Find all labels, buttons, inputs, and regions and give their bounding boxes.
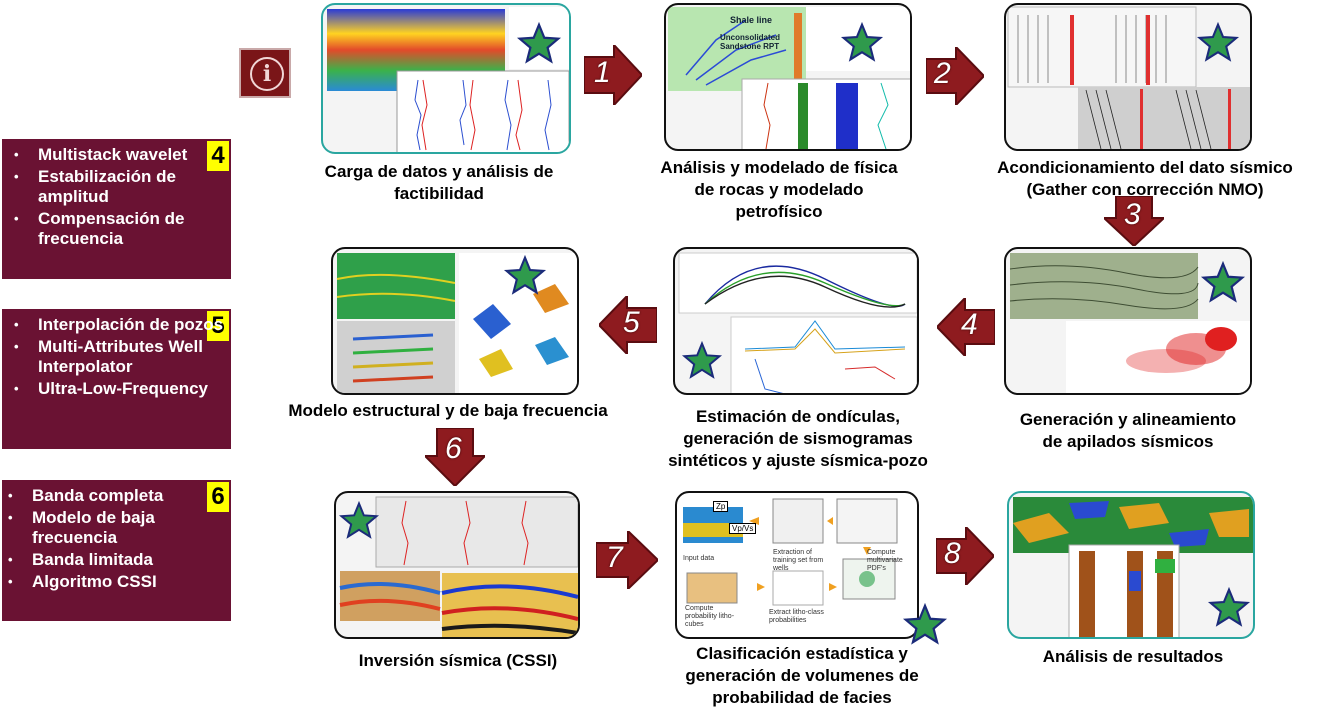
facies-label: Vp/Vs — [729, 523, 757, 534]
stacks-crossplot — [1009, 253, 1250, 393]
side-box-item: Multi-Attributes Well Interpolator — [12, 337, 231, 377]
arrow-step-4: 4 — [935, 295, 996, 359]
arrow-step-2: 2 — [925, 44, 986, 108]
panel-data-loading — [321, 3, 571, 154]
side-box-item: Banda completa — [6, 486, 231, 506]
arrow-step-1: 1 — [583, 42, 644, 108]
step-caption: Análisis de resultados — [1042, 647, 1224, 666]
star-icon — [902, 603, 948, 645]
side-box-step-5: 5 Interpolación de pozos Multi-Attribute… — [2, 309, 231, 449]
side-box-item: Algoritmo CSSI — [6, 572, 231, 592]
panel-inversion — [334, 491, 580, 639]
side-box-item: Compensación de frecuencia — [12, 209, 231, 249]
arrow-step-3: 3 — [1101, 195, 1167, 248]
panel-facies: Zp Vp/Vs Input data Extraction of traini… — [675, 491, 919, 639]
inversion-image — [339, 496, 578, 637]
facies-label: Extraction of training set from wells — [773, 549, 824, 572]
side-box-item: Ultra-Low-Frequency — [12, 379, 231, 399]
structural-model-image — [336, 253, 577, 393]
side-box-step-6: 6 Banda completa Modelo de baja frecuenc… — [2, 480, 231, 621]
star-icon — [516, 22, 562, 64]
star-icon — [503, 255, 547, 295]
gather-image — [1007, 6, 1250, 149]
panel-conditioning — [1004, 3, 1252, 151]
rock-physics-plot — [668, 7, 910, 149]
panel-wavelets — [673, 247, 919, 395]
facies-workflow — [683, 498, 898, 606]
step-caption: Generación y alineamiento de apilados sí… — [1019, 410, 1237, 451]
arrow-step-8: 8 — [935, 524, 996, 588]
rock-physics-label: Shale line — [730, 15, 773, 25]
step-caption: Clasificación estadística y generación d… — [685, 644, 919, 707]
info-icon: i — [250, 57, 284, 91]
facies-label: Compute multivariate PDF's — [867, 549, 903, 572]
facies-label: Input data — [683, 555, 715, 562]
facies-label: Extract litho-class probabilities — [769, 609, 824, 624]
star-icon — [1196, 22, 1240, 62]
side-box-item: Multistack wavelet — [12, 145, 231, 165]
wavelet-plot — [678, 252, 917, 393]
step-caption: Inversión sísmica (CSSI) — [358, 651, 558, 670]
side-box-item: Banda limitada — [6, 550, 231, 570]
arrow-step-5: 5 — [597, 293, 658, 357]
rock-physics-label: Unconsolidated Sandstone RPT — [720, 33, 781, 51]
star-icon — [681, 341, 723, 379]
step-caption: Modelo estructural y de baja frecuencia — [288, 401, 608, 420]
star-icon — [840, 22, 884, 62]
side-box-item: Estabilización de amplitud — [12, 167, 231, 207]
star-icon — [1207, 587, 1251, 627]
step-caption: Análisis y modelado de física de rocas y… — [660, 158, 898, 221]
panel-structural-model — [331, 247, 579, 395]
panel-rock-physics: Shale line Unconsolidated Sandstone RPT — [664, 3, 912, 151]
panel-results — [1007, 491, 1255, 639]
panel-stacks — [1004, 247, 1252, 395]
side-box-step-4: 4 Multistack wavelet Estabilización de a… — [2, 139, 231, 279]
step-caption: Acondicionamiento del dato sísmico (Gath… — [997, 158, 1293, 199]
side-box-item: Modelo de baja frecuencia — [6, 508, 231, 548]
step-caption: Carga de datos y análisis de factibilida… — [324, 162, 554, 203]
arrow-step-6: 6 — [422, 427, 488, 488]
arrow-step-7: 7 — [595, 528, 660, 592]
facies-label: Zp — [713, 501, 729, 512]
star-icon — [1200, 261, 1246, 303]
results-image — [1013, 497, 1253, 637]
side-box-item: Interpolación de pozos — [12, 315, 231, 335]
step-caption: Estimación de ondículas, generación de s… — [668, 407, 928, 470]
info-button[interactable]: i — [239, 48, 291, 98]
facies-label: Compute probability litho-cubes — [685, 605, 735, 628]
star-icon — [338, 501, 380, 539]
